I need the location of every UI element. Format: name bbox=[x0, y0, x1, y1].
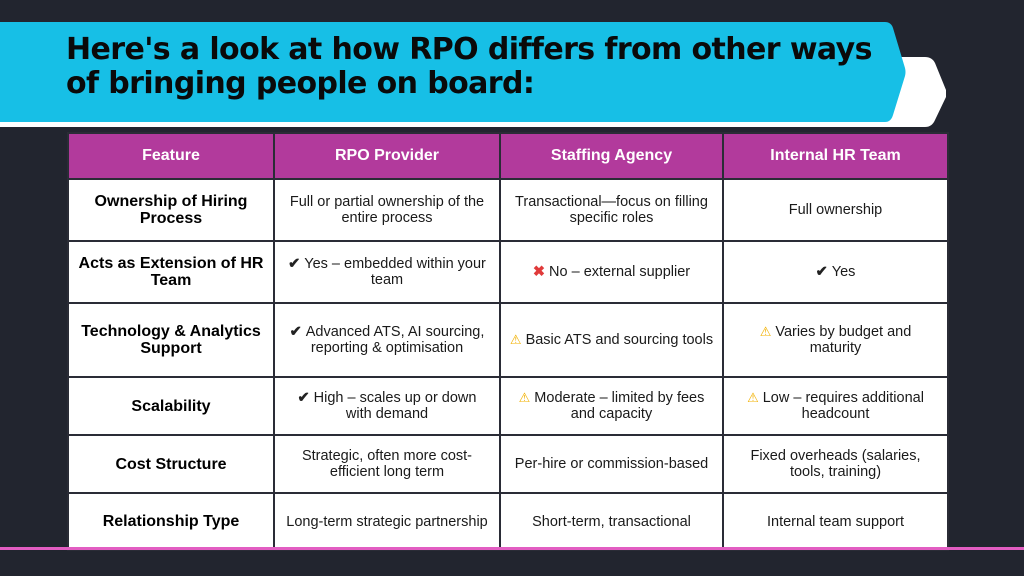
column-header-staffing-agency: Staffing Agency bbox=[499, 132, 724, 180]
check-icon: ✔ bbox=[297, 390, 310, 406]
agency-cell: Per-hire or commission-based bbox=[499, 434, 724, 494]
table-header-row: Feature RPO Provider Staffing Agency Int… bbox=[67, 132, 949, 180]
cell-text: Fixed overheads (salaries, tools, traini… bbox=[750, 448, 921, 480]
agency-cell: Short-term, transactional bbox=[499, 492, 724, 551]
internal-cell: ✔Yes bbox=[722, 240, 949, 304]
internal-cell: ⚠Low – requires additional headcount bbox=[722, 376, 949, 436]
table-row: Ownership of Hiring Process Full or part… bbox=[67, 178, 949, 242]
cell-text: Basic ATS and sourcing tools bbox=[525, 332, 714, 348]
agency-cell: ⚠Moderate – limited by fees and capacity bbox=[499, 376, 724, 436]
cell-text: Per-hire or commission-based bbox=[514, 456, 709, 472]
cell-text: Strategic, often more cost-efficient lon… bbox=[301, 448, 473, 480]
feature-cell: Ownership of Hiring Process bbox=[67, 178, 275, 242]
cell-text: Long-term strategic partnership bbox=[286, 513, 488, 530]
table-row: Acts as Extension of HR Team ✔Yes – embe… bbox=[67, 240, 949, 304]
check-icon: ✔ bbox=[289, 324, 302, 340]
comparison-table: Feature RPO Provider Staffing Agency Int… bbox=[67, 132, 949, 551]
cell-text: High – scales up or down with demand bbox=[313, 390, 477, 422]
check-icon: ✔ bbox=[288, 256, 301, 272]
cell-text: Moderate – limited by fees and capacity bbox=[534, 390, 705, 422]
accent-divider-line bbox=[0, 547, 1024, 550]
rpo-cell: ✔Yes – embedded within your team bbox=[273, 240, 501, 304]
page-title: Here's a look at how RPO differs from ot… bbox=[66, 32, 872, 101]
warning-icon: ⚠ bbox=[759, 324, 772, 339]
feature-cell: Technology & Analytics Support bbox=[67, 302, 275, 378]
internal-cell: Full ownership bbox=[722, 178, 949, 242]
table-row: Technology & Analytics Support ✔Advanced… bbox=[67, 302, 949, 378]
rpo-cell: ✔High – scales up or down with demand bbox=[273, 376, 501, 436]
warning-icon: ⚠ bbox=[509, 332, 522, 347]
cell-text: Yes – embedded within your team bbox=[304, 256, 486, 288]
cell-text: Low – requires additional headcount bbox=[762, 390, 924, 422]
check-icon: ✔ bbox=[815, 264, 828, 280]
cell-text: Advanced ATS, AI sourcing, reporting & o… bbox=[305, 324, 485, 356]
agency-cell: Transactional—focus on filling specific … bbox=[499, 178, 724, 242]
cell-text: Full or partial ownership of the entire … bbox=[289, 194, 485, 226]
cell-text: Full ownership bbox=[788, 202, 883, 218]
rpo-cell: Full or partial ownership of the entire … bbox=[273, 178, 501, 242]
cross-icon: ✖ bbox=[532, 264, 546, 280]
feature-cell: Acts as Extension of HR Team bbox=[67, 240, 275, 304]
warning-icon: ⚠ bbox=[518, 390, 531, 405]
column-header-internal-hr-team: Internal HR Team bbox=[722, 132, 949, 180]
agency-cell: ⚠Basic ATS and sourcing tools bbox=[499, 302, 724, 378]
rpo-cell: ✔Advanced ATS, AI sourcing, reporting & … bbox=[273, 302, 501, 378]
table-row: Relationship Type Long-term strategic pa… bbox=[67, 492, 949, 551]
rpo-cell: Long-term strategic partnership bbox=[273, 492, 501, 551]
table-row: Scalability ✔High – scales up or down wi… bbox=[67, 376, 949, 436]
feature-cell: Cost Structure bbox=[67, 434, 275, 494]
internal-cell: ⚠Varies by budget and maturity bbox=[722, 302, 949, 378]
internal-cell: Internal team support bbox=[722, 492, 949, 551]
cell-text: Transactional—focus on filling specific … bbox=[515, 194, 708, 226]
feature-cell: Relationship Type bbox=[67, 492, 275, 551]
internal-cell: Fixed overheads (salaries, tools, traini… bbox=[722, 434, 949, 494]
rpo-cell: Strategic, often more cost-efficient lon… bbox=[273, 434, 501, 494]
column-header-rpo-provider: RPO Provider bbox=[273, 132, 501, 180]
agency-cell: ✖No – external supplier bbox=[499, 240, 724, 304]
cell-text: Varies by budget and maturity bbox=[775, 324, 912, 356]
feature-cell: Scalability bbox=[67, 376, 275, 436]
table-row: Cost Structure Strategic, often more cos… bbox=[67, 434, 949, 494]
cell-text: Internal team support bbox=[766, 513, 905, 530]
column-header-feature: Feature bbox=[67, 132, 275, 180]
cell-text: No – external supplier bbox=[549, 264, 691, 280]
title-banner bbox=[0, 22, 906, 122]
cell-text: Short-term, transactional bbox=[532, 513, 691, 530]
cell-text: Yes bbox=[831, 264, 856, 280]
warning-icon: ⚠ bbox=[747, 390, 759, 405]
